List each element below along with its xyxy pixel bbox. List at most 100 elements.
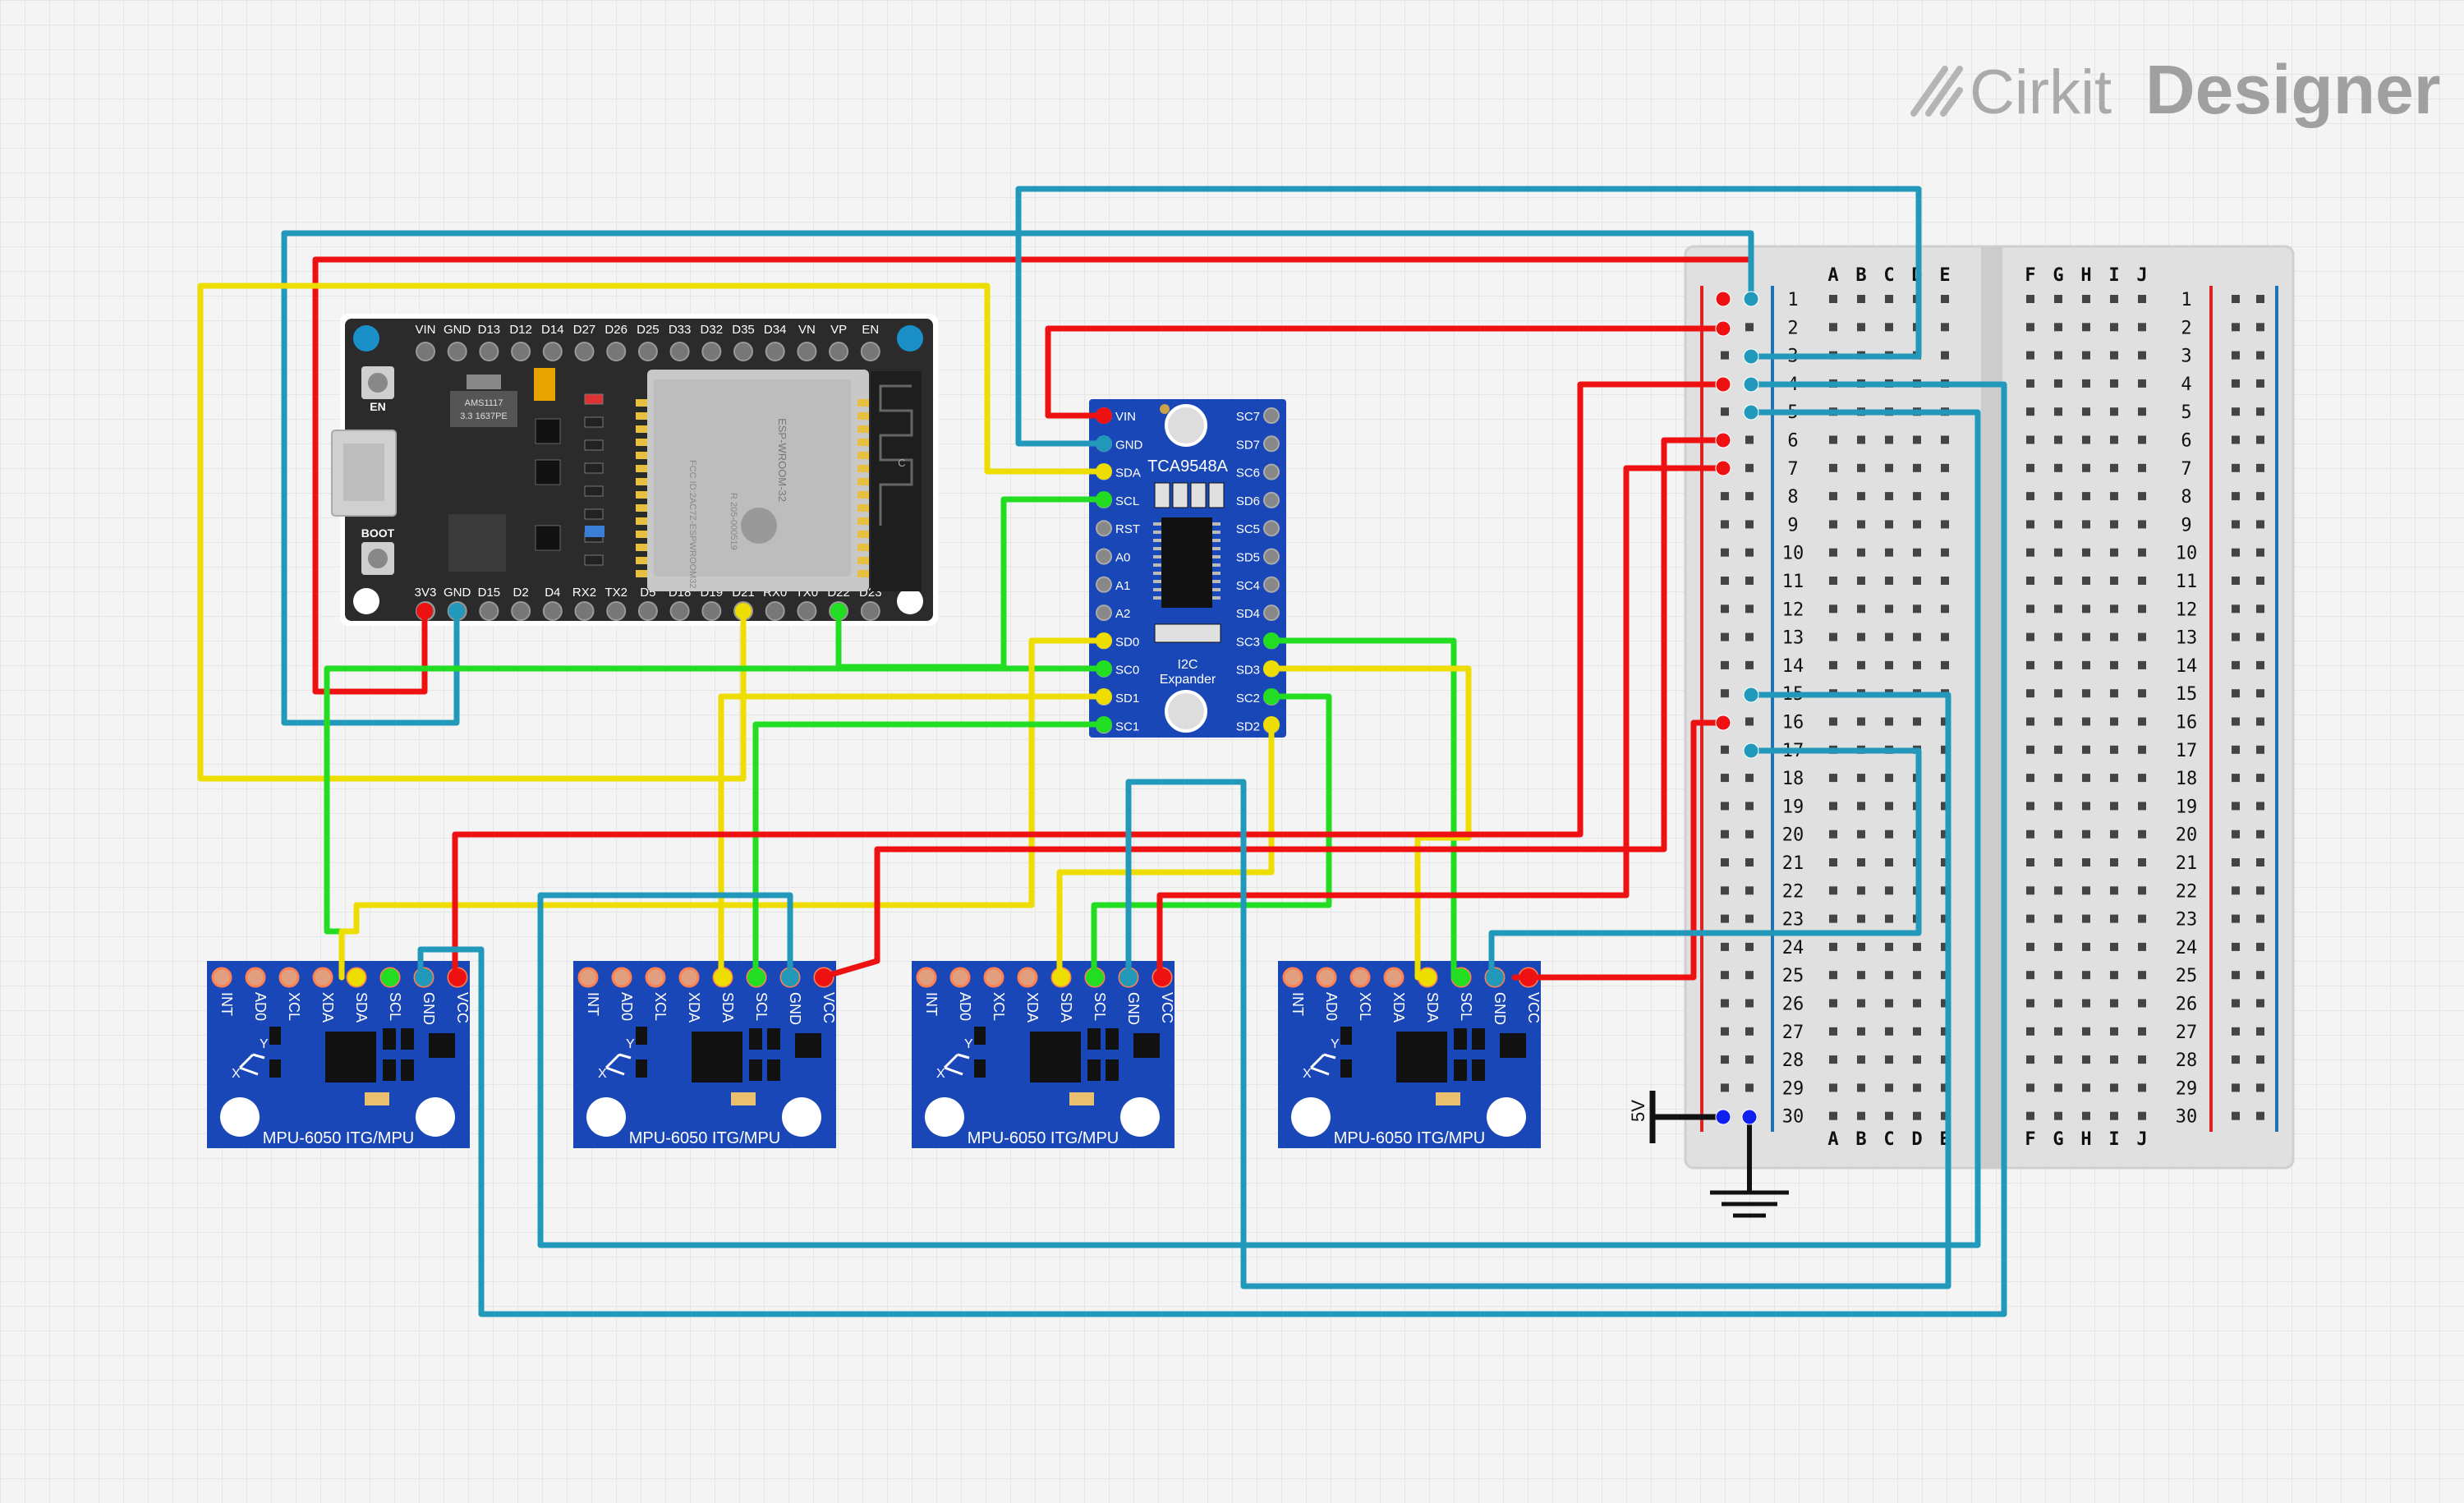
breadboard-hole[interactable] [1913, 577, 1921, 585]
breadboard-hole[interactable] [2054, 1027, 2062, 1036]
breadboard-hole[interactable] [1829, 492, 1837, 501]
breadboard-hole[interactable] [2082, 914, 2090, 923]
esp32-pin-top-d27[interactable] [574, 342, 595, 361]
breadboard-hole[interactable] [1857, 830, 1865, 839]
breadboard-hole[interactable] [2256, 689, 2264, 698]
breadboard-hole[interactable] [2232, 435, 2240, 444]
breadboard-hole[interactable] [2256, 1111, 2264, 1120]
wire-endpoint[interactable] [1743, 687, 1759, 703]
breadboard-hole[interactable] [1885, 717, 1893, 726]
breadboard-hole[interactable] [2026, 830, 2034, 839]
breadboard-hole[interactable] [2232, 914, 2240, 923]
breadboard-hole[interactable] [2138, 914, 2146, 923]
breadboard-hole[interactable] [2110, 914, 2118, 923]
breadboard-hole[interactable] [1941, 435, 1949, 444]
breadboard-hole[interactable] [1885, 999, 1893, 1008]
breadboard-hole[interactable] [2082, 548, 2090, 557]
breadboard-hole[interactable] [2232, 548, 2240, 557]
breadboard-hole[interactable] [2256, 435, 2264, 444]
breadboard-hole[interactable] [1721, 774, 1729, 783]
breadboard-hole[interactable] [2026, 492, 2034, 501]
breadboard-hole[interactable] [1913, 492, 1921, 501]
breadboard-hole[interactable] [2082, 407, 2090, 416]
breadboard-hole[interactable] [2232, 1083, 2240, 1092]
tca-pin-sc4[interactable] [1263, 576, 1280, 593]
esp32-pin-top-d34[interactable] [765, 342, 785, 361]
breadboard-hole[interactable] [2054, 1111, 2062, 1120]
breadboard-hole[interactable] [1829, 1027, 1837, 1036]
wire-red[interactable] [1045, 325, 1726, 419]
breadboard-hole[interactable] [2138, 1083, 2146, 1092]
breadboard-hole[interactable] [1829, 632, 1837, 641]
breadboard-hole[interactable] [1941, 1083, 1949, 1092]
breadboard-hole[interactable] [2054, 971, 2062, 980]
breadboard-hole[interactable] [2110, 323, 2118, 332]
breadboard-hole[interactable] [2138, 463, 2146, 472]
wire-blue[interactable] [1015, 186, 1922, 447]
breadboard-hole[interactable] [2232, 1027, 2240, 1036]
breadboard-hole[interactable] [1721, 660, 1729, 669]
wire-endpoint[interactable] [381, 968, 399, 986]
mpu-pin-int[interactable] [916, 967, 937, 988]
breadboard-hole[interactable] [1829, 295, 1837, 303]
breadboard-hole[interactable] [2256, 858, 2264, 866]
breadboard-hole[interactable] [2232, 1111, 2240, 1120]
breadboard-hole[interactable] [2082, 999, 2090, 1008]
wire-endpoint[interactable] [1715, 376, 1731, 393]
wire-endpoint[interactable] [448, 968, 467, 986]
breadboard-hole[interactable] [2232, 604, 2240, 614]
breadboard-hole[interactable] [2026, 802, 2034, 811]
breadboard-hole[interactable] [1885, 1027, 1893, 1036]
breadboard-hole[interactable] [1721, 830, 1729, 839]
breadboard-hole[interactable] [1829, 858, 1837, 866]
breadboard-hole[interactable] [1745, 1083, 1754, 1092]
breadboard-hole[interactable] [2026, 295, 2034, 303]
breadboard-hole[interactable] [2026, 1111, 2034, 1120]
breadboard-hole[interactable] [2026, 942, 2034, 951]
breadboard-hole[interactable] [2232, 1055, 2240, 1064]
wire-endpoint[interactable] [1096, 491, 1112, 508]
breadboard-hole[interactable] [1857, 520, 1865, 529]
breadboard-hole[interactable] [1941, 914, 1949, 923]
wire-endpoint[interactable] [1096, 435, 1112, 452]
breadboard-hole[interactable] [2054, 1083, 2062, 1092]
breadboard-hole[interactable] [2054, 295, 2062, 303]
mpu-pin-xda[interactable] [1017, 967, 1038, 988]
breadboard-hole[interactable] [1745, 942, 1754, 951]
wire-endpoint[interactable] [1715, 460, 1731, 476]
esp32-pin-bottom-d4[interactable] [542, 601, 563, 621]
breadboard-hole[interactable] [2110, 632, 2118, 641]
breadboard-hole[interactable] [1885, 323, 1893, 332]
esp32-pin-top-d12[interactable] [511, 342, 531, 361]
breadboard-hole[interactable] [1721, 942, 1729, 951]
breadboard-hole[interactable] [2082, 774, 2090, 783]
breadboard-hole[interactable] [1941, 323, 1949, 332]
breadboard-hole[interactable] [1913, 604, 1921, 614]
wire-endpoint[interactable] [347, 968, 365, 986]
breadboard-hole[interactable] [2232, 689, 2240, 698]
wire-endpoint[interactable] [1096, 632, 1112, 649]
wire-blue[interactable] [1125, 692, 1951, 1289]
breadboard-hole[interactable] [1857, 1027, 1865, 1036]
breadboard-hole[interactable] [2138, 407, 2146, 416]
breadboard-hole[interactable] [1829, 660, 1837, 669]
breadboard-hole[interactable] [1885, 660, 1893, 669]
breadboard-hole[interactable] [1885, 435, 1893, 444]
breadboard-hole[interactable] [1857, 463, 1865, 472]
breadboard-hole[interactable] [1829, 914, 1837, 923]
wire-endpoint[interactable] [1263, 632, 1280, 649]
wire-blue[interactable] [281, 230, 1754, 726]
breadboard-hole[interactable] [1721, 886, 1729, 895]
breadboard-hole[interactable] [2256, 351, 2264, 360]
breadboard-hole[interactable] [1745, 660, 1754, 669]
breadboard-hole[interactable] [1745, 548, 1754, 557]
breadboard-hole[interactable] [1745, 999, 1754, 1008]
breadboard-hole[interactable] [1857, 914, 1865, 923]
breadboard-hole[interactable] [2054, 435, 2062, 444]
breadboard-hole[interactable] [1721, 689, 1729, 698]
breadboard-hole[interactable] [2110, 745, 2118, 754]
mpu-pin-ad0[interactable] [611, 967, 632, 988]
